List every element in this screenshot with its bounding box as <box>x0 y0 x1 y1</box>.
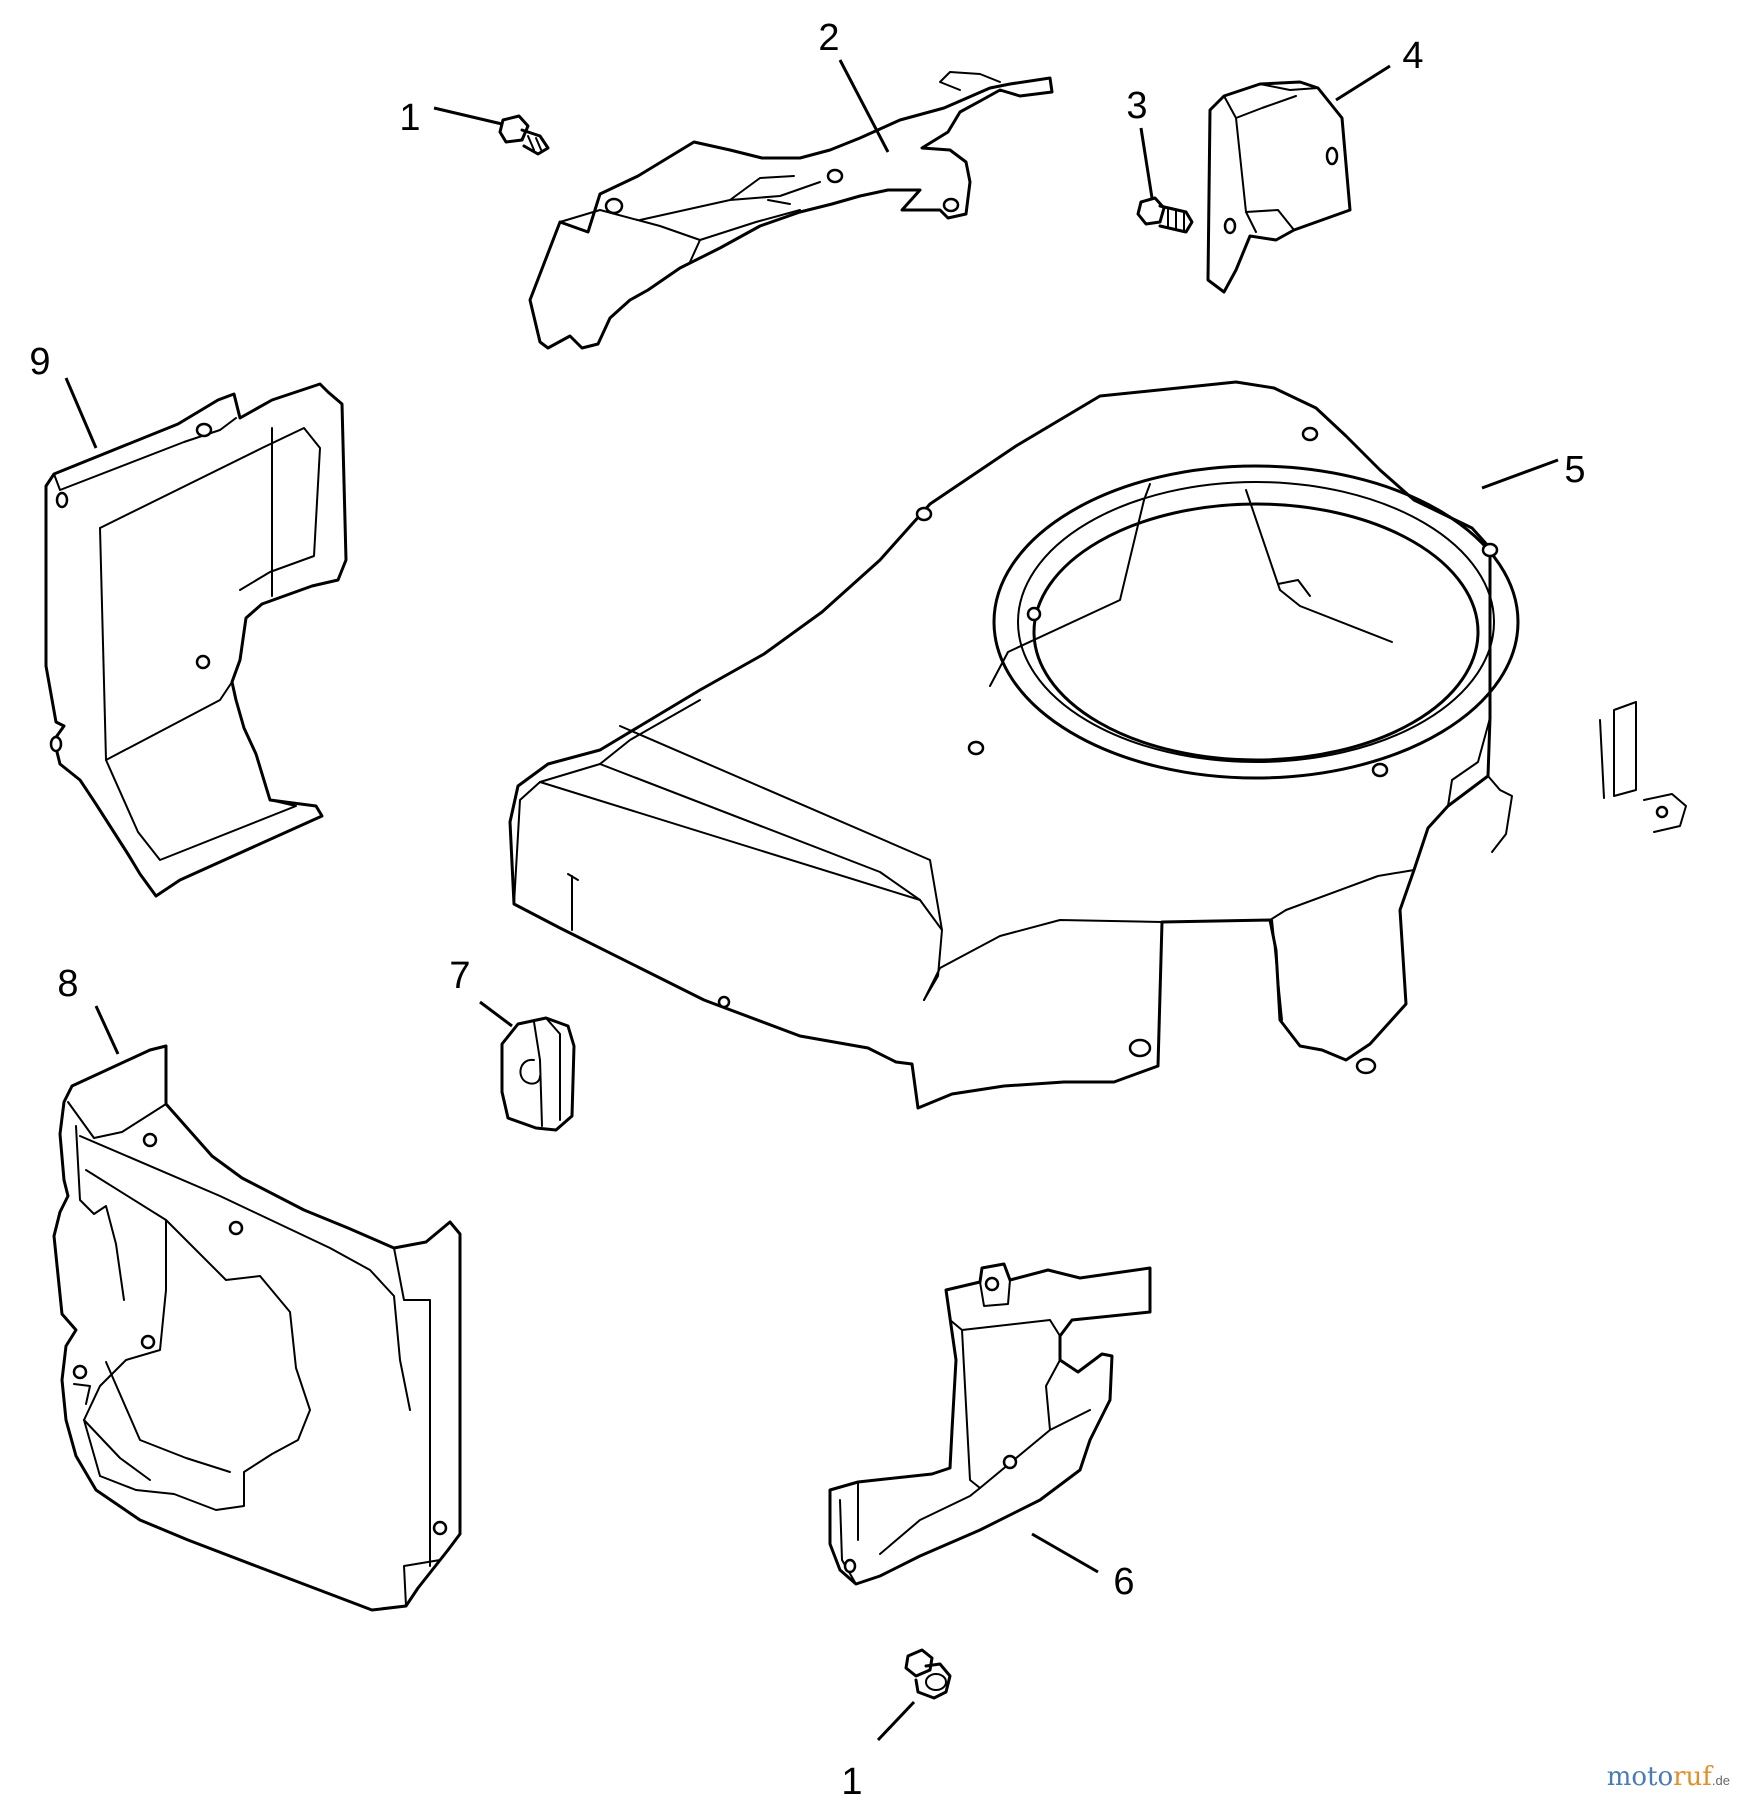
part-6-lower-bracket <box>828 1262 1152 1586</box>
callout-2: 2 <box>818 17 839 59</box>
leader-6 <box>1031 1532 1099 1574</box>
leader-5 <box>1481 458 1559 490</box>
leader-lines <box>64 59 1559 1742</box>
watermark-logo: motoruf.de <box>1607 1762 1730 1792</box>
part-2-upper-baffle <box>528 71 1054 350</box>
callout-3: 3 <box>1126 85 1147 127</box>
part-7-grommet <box>500 1016 576 1132</box>
watermark-brand-b: ruf <box>1673 1762 1712 1792</box>
callout-1-top: 1 <box>399 97 420 139</box>
callout-labels: 1 2 3 4 5 6 7 8 9 1 <box>29 17 1585 1800</box>
part-3-bolt <box>1136 196 1194 234</box>
leader-3 <box>1139 127 1154 199</box>
part-4-bracket-cover <box>1206 80 1352 294</box>
leader-9 <box>64 377 98 449</box>
callout-8: 8 <box>57 963 78 1005</box>
leader-7 <box>479 1000 513 1028</box>
callout-7: 7 <box>449 955 470 997</box>
callout-1-bottom: 1 <box>841 1761 862 1800</box>
leader-1-top <box>433 106 503 126</box>
watermark-brand-a: moto <box>1606 1762 1674 1792</box>
part-1-bolt-top <box>498 114 550 156</box>
callout-4: 4 <box>1402 35 1423 77</box>
leader-2 <box>838 59 890 153</box>
watermark-tld: .de <box>1711 1773 1730 1788</box>
callout-5: 5 <box>1564 449 1585 491</box>
part-5-blower-housing <box>508 380 1687 1110</box>
part-8-lower-shroud <box>52 1044 462 1612</box>
part-1-bolt-bottom <box>904 1648 952 1700</box>
leader-4 <box>1335 64 1391 102</box>
leader-8 <box>94 1005 120 1055</box>
leader-1-bottom <box>876 1700 916 1742</box>
part-9-side-shroud <box>44 382 348 898</box>
callout-6: 6 <box>1113 1561 1134 1603</box>
callout-9: 9 <box>29 341 50 383</box>
